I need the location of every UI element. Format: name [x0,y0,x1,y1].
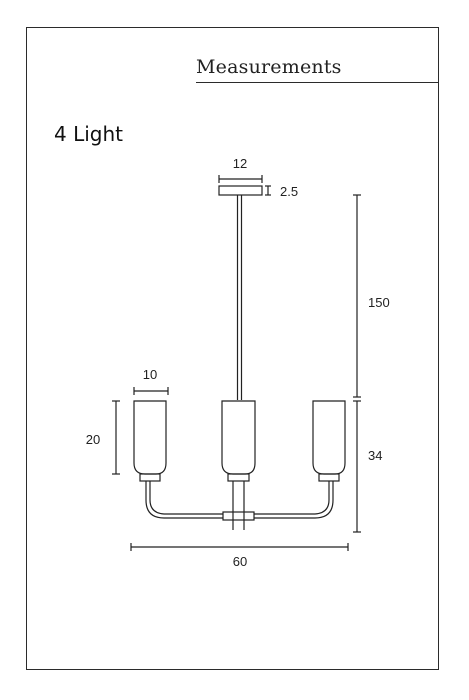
shade-height-label: 20 [86,432,100,447]
left-arm [145,481,223,519]
canopy-width-label: 12 [233,156,247,171]
product-name: 4 Light [54,122,123,146]
hub [222,511,255,521]
left-socket [139,473,161,482]
body-height-label: 34 [368,448,382,463]
right-socket [318,473,340,482]
overall-width-label: 60 [233,554,247,569]
title-underline [196,82,439,83]
page-title: Measurements [196,56,342,78]
right-shade [312,400,346,475]
center-shade [221,400,256,475]
left-shade [133,400,167,475]
right-arm [254,481,334,519]
page-frame [26,27,439,670]
center-socket [227,473,250,482]
canopy-height-label: 2.5 [280,184,298,199]
shade-width-label: 10 [143,367,157,382]
drop-length-label: 150 [368,295,390,310]
canopy [218,185,263,196]
